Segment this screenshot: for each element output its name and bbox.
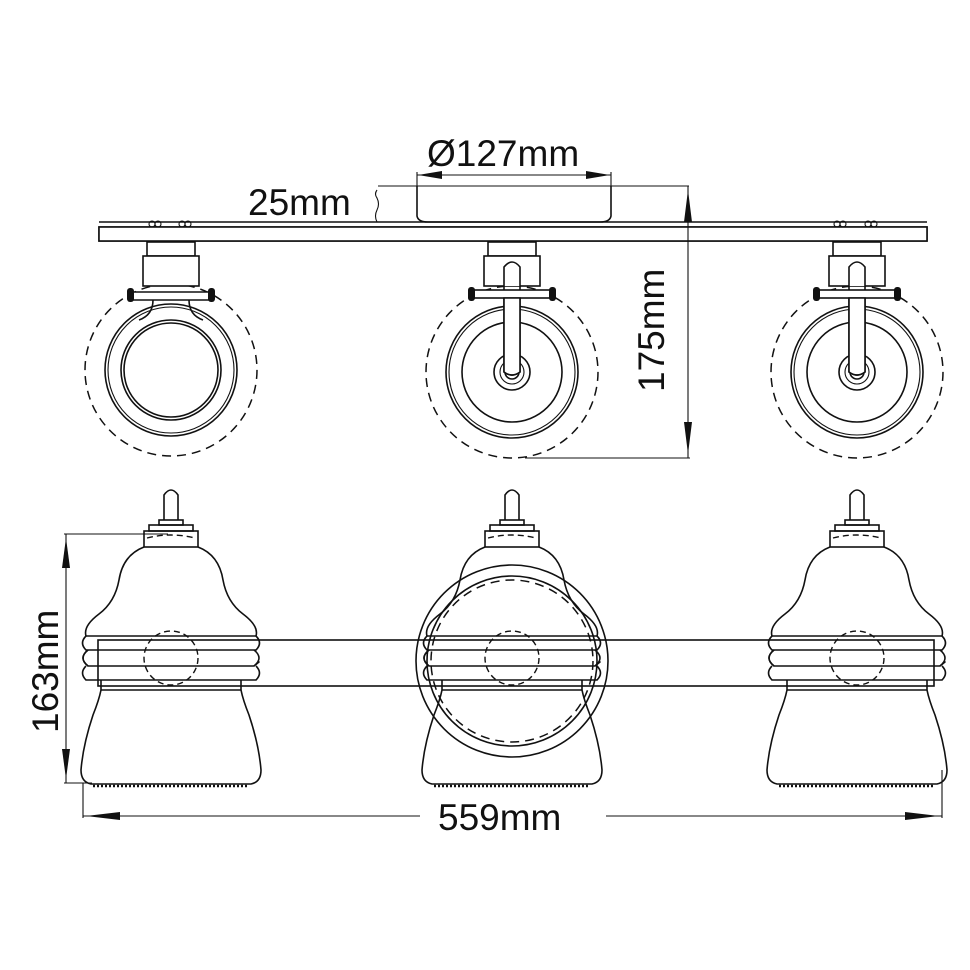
top-lamp-left bbox=[84, 241, 258, 457]
top-lamp-right bbox=[770, 241, 944, 459]
top-view: Ø127mm 25mm 175mm bbox=[84, 133, 944, 459]
label-width: 559mm bbox=[438, 797, 561, 838]
canopy bbox=[416, 186, 612, 223]
top-lamp-center bbox=[425, 241, 599, 459]
front-view: 163mm 559mm bbox=[25, 488, 949, 838]
canopy-outer bbox=[415, 564, 609, 758]
label-canopy-diameter: Ø127mm bbox=[427, 133, 579, 174]
dimension-canopy-diameter: Ø127mm bbox=[416, 133, 612, 186]
label-projection: 175mm bbox=[631, 269, 672, 392]
label-height: 163mm bbox=[25, 610, 66, 733]
screw-icons bbox=[148, 220, 878, 228]
front-lamp-right bbox=[765, 488, 949, 788]
label-canopy-depth: 25mm bbox=[248, 182, 351, 223]
dimension-width: 559mm bbox=[82, 770, 943, 838]
dimension-projection: 175mm bbox=[525, 186, 692, 459]
front-backplate bbox=[97, 639, 935, 687]
dimension-canopy-depth: 25mm bbox=[248, 182, 689, 223]
dimension-height: 163mm bbox=[25, 533, 168, 784]
